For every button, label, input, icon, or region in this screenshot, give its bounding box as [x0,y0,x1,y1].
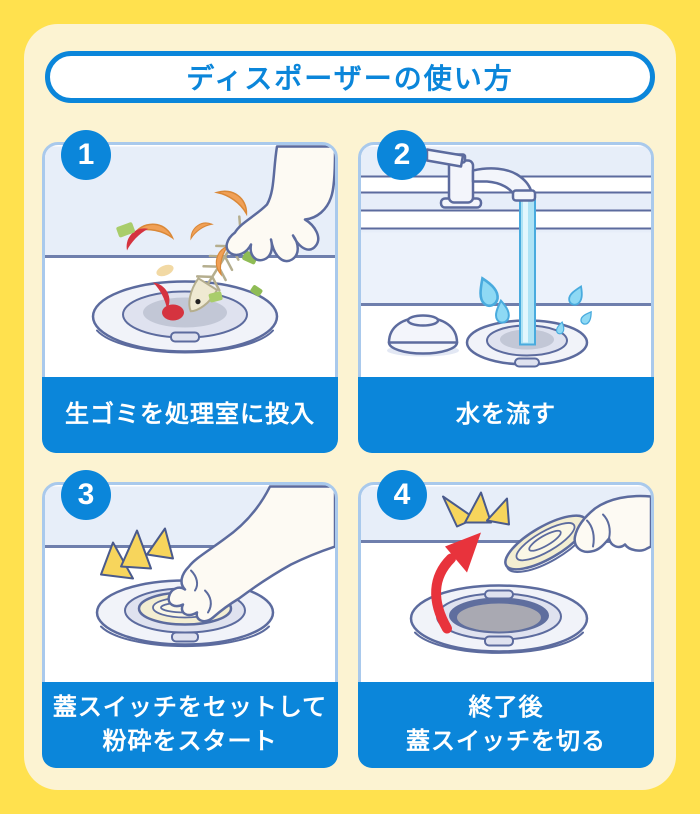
drain-icon [91,280,279,354]
orange-peel [134,190,248,277]
step-panel-2: 2 [358,130,654,453]
step-number: 2 [393,138,411,171]
step-number-badge: 3 [61,470,111,520]
step-panel-1: 1 [42,130,338,453]
caption-line: 蓋スイッチを切る [406,728,606,755]
hand-icon [573,494,651,554]
faucet-running-water-illustration [361,146,651,376]
spark-burst-icon [100,527,174,580]
step-number-badge: 2 [377,130,427,180]
content-sheet: ディスポーザーの使い方 1 [24,24,676,790]
page-title: ディスポーザーの使い方 [186,63,514,94]
step-number-badge: 4 [377,470,427,520]
water-stream [519,195,536,346]
step-number: 4 [393,478,411,511]
caption-line: 生ゴミを処理室に投入 [65,401,315,429]
faucet-icon [425,148,537,209]
title-banner: ディスポーザーの使い方 [45,51,655,103]
step-number: 3 [77,478,95,511]
lid-icon [387,314,459,357]
step1-caption: 生ゴミを処理室に投入 [42,377,338,453]
steps-grid: 1 [42,130,654,768]
open-drain-icon [409,584,589,654]
splash-drops [479,276,592,335]
hand-icon [167,485,335,623]
hand-dropping-food-waste-illustration [45,145,335,354]
step1-illustration [45,145,335,377]
caption-line: 粉砕をスタート [102,728,278,755]
spark-burst-icon [442,491,510,528]
step-number-badge: 1 [61,130,111,180]
step3-caption: 蓋スイッチをセットして 粉砕をスタート [42,682,338,768]
vegetable-scraps [116,222,263,321]
hand-icon [225,145,335,263]
step-panel-3: 3 [42,470,338,768]
lid-icon [504,514,590,573]
step2-caption: 水を流す [358,377,654,453]
step4-caption: 終了後 蓋スイッチを切る [358,682,654,768]
step-panel-4: 4 [358,470,654,768]
caption-line: 水を流す [456,401,556,429]
step2-illustration [361,145,651,377]
caption-line: 終了後 [468,694,544,722]
step-number: 1 [77,138,95,171]
caption-line: 蓋スイッチをセットして [52,694,328,722]
red-up-arrow-icon [431,532,481,634]
